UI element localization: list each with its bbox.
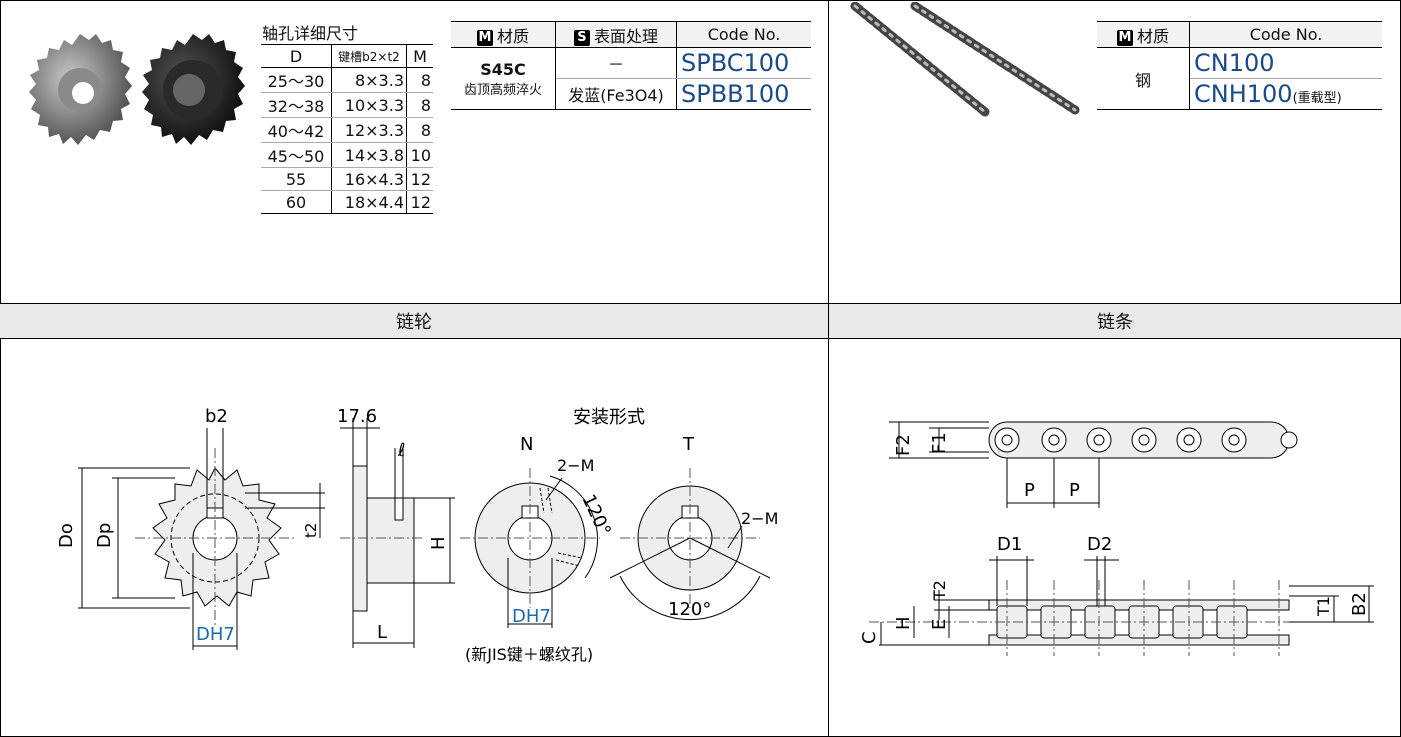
label-p2: P xyxy=(1069,480,1080,501)
bore-dimension-title: 轴孔详细尺寸 xyxy=(262,24,359,43)
code-cell[interactable]: CNH100(重载型) xyxy=(1189,78,1382,110)
mount-note: (新JIS键＋螺纹孔) xyxy=(465,645,593,664)
cell: 60 xyxy=(261,190,332,214)
table-row: 发蓝(Fe3O4) SPBB100 xyxy=(451,78,811,110)
label-h: H xyxy=(428,536,449,550)
col-header-keyway: 键槽b2×t2 xyxy=(331,44,407,68)
table-row: 钢 CN100 xyxy=(1097,47,1382,110)
label-2m-n: 2−M xyxy=(557,456,594,475)
col-header-m: M xyxy=(406,44,433,68)
label-b2: b2 xyxy=(205,406,228,427)
m-badge-icon: M xyxy=(476,29,493,46)
col-header-code: Code No. xyxy=(676,21,811,48)
cell: 8 xyxy=(406,67,433,93)
label-t1: T1 xyxy=(1314,596,1333,617)
header-label: 材质 xyxy=(496,26,529,46)
label-ell: ℓ xyxy=(397,440,405,461)
table-row: S45C 齿顶高频淬火 － SPBC100 xyxy=(451,47,811,110)
code-note: (重载型) xyxy=(1292,91,1342,106)
cell: 8 xyxy=(406,92,433,118)
material-main: S45C xyxy=(480,59,526,79)
cell: 8×3.3 xyxy=(331,67,407,93)
sprocket-drawing: b2 Do Dp t2 DH7 17.6 ℓ H L 安装形式 N T 2−M … xyxy=(56,406,778,664)
label-f2: F2 xyxy=(893,434,914,456)
chain-section-header: 链条 xyxy=(829,303,1401,339)
cell: 10 xyxy=(406,142,433,168)
table-row: CNH100(重载型) xyxy=(1097,78,1382,110)
material-cell: S45C 齿顶高频淬火 xyxy=(451,47,556,110)
s-badge-icon: S xyxy=(573,29,590,46)
cell: 40～42 xyxy=(261,117,332,143)
cell: 12×3.3 xyxy=(331,117,407,143)
label-do: Do xyxy=(56,523,77,548)
code-value: CNH100 xyxy=(1194,80,1293,108)
cell: 55 xyxy=(261,167,332,191)
cell: 16×4.3 xyxy=(331,167,407,191)
cell: 10×3.3 xyxy=(331,92,407,118)
label-dh7-n: DH7 xyxy=(512,606,551,627)
label-dh7: DH7 xyxy=(196,624,235,645)
label-l: L xyxy=(377,622,387,643)
material-sub: 齿顶高频淬火 xyxy=(463,82,542,98)
label-t2: t2 xyxy=(302,523,320,538)
header-label: 表面处理 xyxy=(593,26,658,46)
label-dp: Dp xyxy=(94,523,115,548)
cell: 8 xyxy=(406,117,433,143)
label-p1: P xyxy=(1024,480,1035,501)
cell: 12 xyxy=(406,190,433,214)
chain-drawing: F2 F1 P P D1 D2 T2 H E C T1 B2 xyxy=(859,421,1374,656)
cell: 25～30 xyxy=(261,67,332,93)
label-17-6: 17.6 xyxy=(337,406,377,427)
sprocket-photo xyxy=(29,34,245,145)
label-b2-chain: B2 xyxy=(1349,592,1370,616)
chain-photo xyxy=(850,2,1080,117)
sprocket-section-header: 链轮 xyxy=(0,303,828,339)
label-h-chain: H xyxy=(893,616,914,630)
m-badge-icon: M xyxy=(1116,29,1133,46)
label-e: E xyxy=(929,619,950,630)
surface-cell: － xyxy=(555,47,677,79)
label-c: C xyxy=(859,631,880,644)
header-label: 材质 xyxy=(1136,26,1169,46)
cell: 18×4.4 xyxy=(331,190,407,214)
cell: 45～50 xyxy=(261,142,332,168)
cell: 12 xyxy=(406,167,433,191)
label-t: T xyxy=(682,434,695,455)
label-d1: D1 xyxy=(997,534,1022,555)
cell: 32～38 xyxy=(261,92,332,118)
label-t2-chain: T2 xyxy=(930,580,949,601)
code-cell[interactable]: SPBB100 xyxy=(676,78,811,110)
label-f1: F1 xyxy=(929,432,950,454)
section-divider xyxy=(828,0,829,737)
material-cell: 钢 xyxy=(1097,47,1190,110)
surface-cell: 发蓝(Fe3O4) xyxy=(555,78,677,110)
label-n: N xyxy=(520,434,533,455)
mount-title: 安装形式 xyxy=(573,407,645,428)
label-d2: D2 xyxy=(1087,534,1112,555)
cell: 14×3.8 xyxy=(331,142,407,168)
label-2m-t: 2−M xyxy=(741,509,778,528)
code-cell[interactable]: CN100 xyxy=(1189,47,1382,79)
col-header-d: D xyxy=(261,44,332,68)
col-header-code: Code No. xyxy=(1189,21,1382,48)
code-cell[interactable]: SPBC100 xyxy=(676,47,811,79)
label-120-t: 120° xyxy=(668,599,711,620)
